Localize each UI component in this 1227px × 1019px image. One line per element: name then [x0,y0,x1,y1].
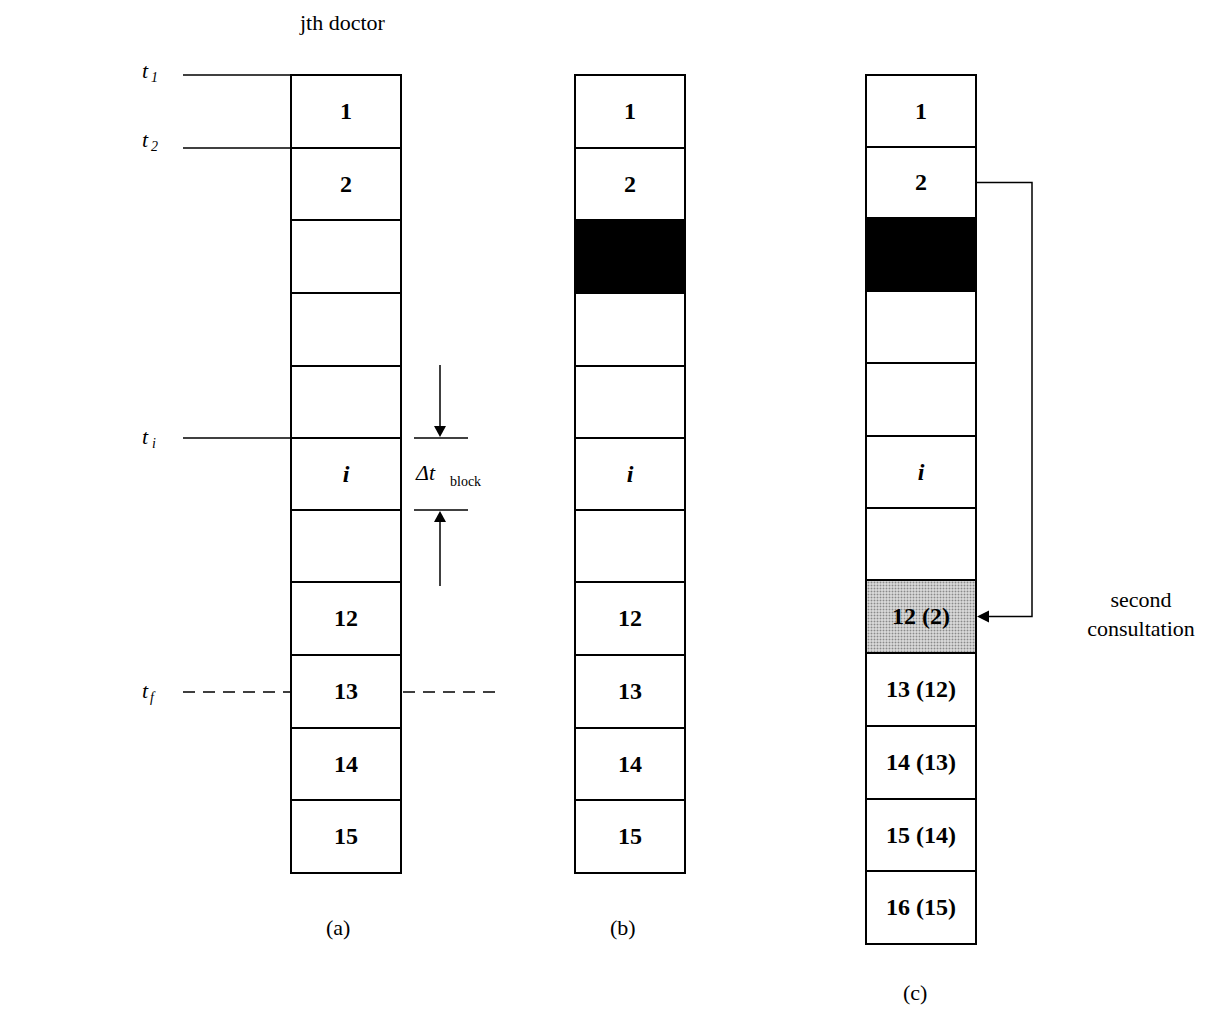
patient-slot: i [290,437,402,511]
patient-slot: 1 [290,74,402,149]
empty-slot [575,366,685,438]
slot-number: 1 [624,98,636,124]
time-line [183,74,291,76]
slot-number: 13 (12) [886,676,956,702]
slot-number: 12 (2) [892,603,950,629]
slot-number: i [918,459,925,485]
patient-slot: 1 [574,74,686,149]
time-line [183,437,291,439]
dimension-arrow [439,365,441,428]
patient-slot: 14 [574,727,686,801]
slot-number: 13 [618,678,642,704]
axis-label: block [450,474,481,491]
slot-number: 14 [334,751,358,777]
blocked-slot [575,220,685,293]
patient-slot: 16 (15) [865,870,977,945]
arrow-head [434,426,446,437]
annotation: second consultation [1060,586,1222,643]
patient-slot: 15 [574,799,686,874]
axis-label: f [150,690,154,707]
patient-slot: 13 [290,654,402,729]
slot-number: 2 [340,171,352,197]
arrow-head [977,611,989,623]
slot-number: 15 [618,823,642,849]
patient-slot: i [865,435,977,509]
axis-label: jth doctor [300,10,385,36]
patient-slot: 12 [290,581,402,656]
panel-label: (a) [326,915,350,941]
empty-slot [575,293,685,366]
panel-label: (b) [610,915,636,941]
patient-slot: 15 (14) [865,798,977,872]
arrow-head [434,511,446,522]
empty-slot [291,366,401,438]
patient-slot: 12 [574,581,686,656]
axis-label: t [142,678,148,704]
axis-label: t [142,127,148,153]
connector-line [977,183,1032,617]
empty-slot [575,510,685,582]
repeat-slot: 12 (2) [865,579,977,654]
patient-slot: 13 [574,654,686,729]
slot-number: 13 [334,678,358,704]
slot-number: 14 [618,751,642,777]
dimension-arrow [439,520,441,586]
axis-label: i [152,436,156,453]
axis-label: Δt [416,460,435,486]
slot-number: 12 [618,605,642,631]
slot-number: 16 (15) [886,894,956,920]
axis-label: t [142,58,148,84]
empty-slot [866,291,976,363]
slot-number: 15 [334,823,358,849]
patient-slot: 1 [865,74,977,148]
dimension-tick [414,509,468,511]
move-connector [977,183,1032,623]
blocked-slot [866,218,976,291]
slot-number: 12 [334,605,358,631]
slot-number: 14 (13) [886,749,956,775]
axis-label: t [142,424,148,450]
slot-number: i [343,461,350,487]
slot-number: i [627,461,634,487]
patient-slot: 2 [290,147,402,221]
slot-number: 2 [915,169,927,195]
slot-number: 1 [915,98,927,124]
patient-slot: 14 (13) [865,725,977,800]
patient-slot: i [574,437,686,511]
panel-label: (c) [903,980,927,1006]
slot-number: 15 (14) [886,822,956,848]
dimension-tick [414,437,468,439]
patient-slot: 2 [574,147,686,221]
axis-label: 1 [151,70,158,87]
empty-slot [291,220,401,293]
slot-number: 2 [624,171,636,197]
patient-slot: 2 [865,146,977,219]
patient-slot: 13 (12) [865,652,977,727]
slot-number: 1 [340,98,352,124]
empty-slot [866,363,976,436]
patient-slot: 14 [290,727,402,801]
empty-slot [866,508,976,580]
empty-slot [291,510,401,582]
time-line [183,147,291,149]
axis-label: 2 [151,139,158,156]
empty-slot [291,293,401,366]
patient-slot: 15 [290,799,402,874]
